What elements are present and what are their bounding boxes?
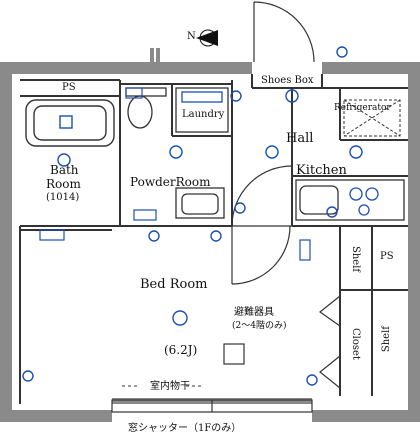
compass-letter: N [187,31,196,42]
evacuation-label-line1: 避難器具 [234,307,274,318]
bed-size-label: (6.2J) [164,343,198,357]
ps-top-label: PS [62,82,76,93]
evacuation-hatch [223,343,245,365]
shoes-box-label: Shoes Box [261,75,314,86]
laundry-pan [175,87,229,133]
bath-label-line1: Bath [50,163,79,177]
washbasin [175,187,225,219]
refrigerator-space [343,99,401,137]
evacuation-label-line2: (2～4階のみ) [232,321,287,331]
toilet [125,87,167,129]
bath-size-label: (1014) [46,192,80,203]
electrical-fixtures [22,46,363,386]
entrance-door [253,1,315,63]
bathtub [25,99,115,147]
closet-doors [318,295,373,392]
indoor-dryer-label: 室内物干 [150,381,190,392]
wall-outlets [39,87,311,261]
bedroom-door [231,225,291,285]
interior-walls [19,74,408,404]
refrigerator-label: Refrigerator [334,103,391,113]
hall-label: Hall [286,131,314,146]
hall-door [231,165,293,227]
window [111,399,313,413]
powder-room-label: PowderRoom [130,175,211,189]
ps-right-label: PS [380,251,394,262]
shelf-label: Shelf [350,246,361,273]
kitchen-counter [295,179,405,221]
laundry-label: Laundry [182,109,225,120]
shutter-label: 窓シャッター（1Fのみ） [128,423,242,434]
bed-room-label: Bed Room [140,277,208,292]
closet-label: Closet [350,328,361,360]
kitchen-label: Kitchen [296,163,347,178]
compass-icon [196,29,218,47]
bath-label-line2: Room [46,177,81,191]
shelf-flipped-label: Shelf [381,326,392,353]
